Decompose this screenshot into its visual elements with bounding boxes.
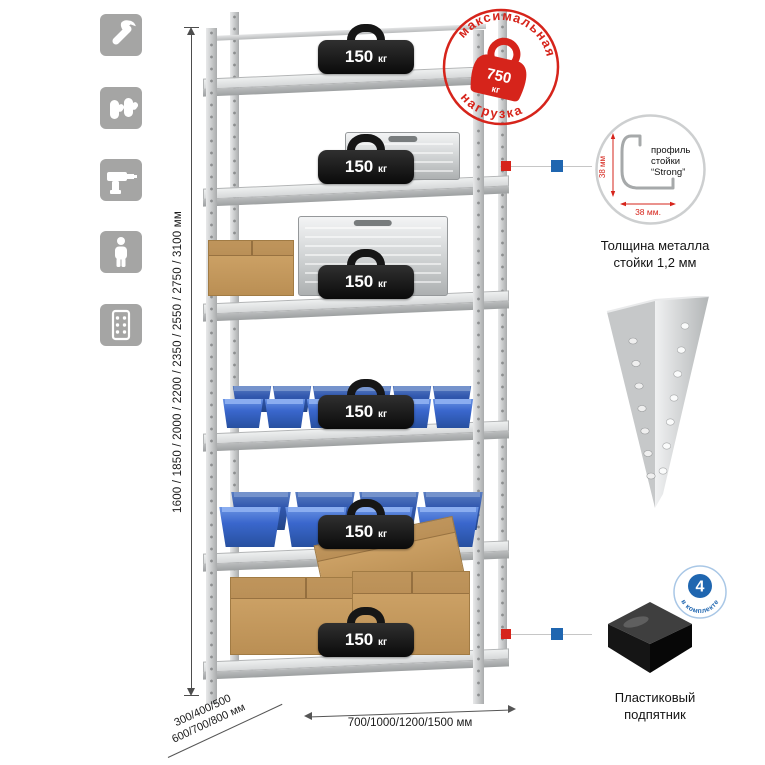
storage-bin	[432, 399, 474, 428]
callout-line-foot	[500, 634, 592, 635]
shelf2-load-badge: 150 кг	[318, 134, 414, 184]
rack-post-back-right	[498, 10, 507, 660]
feature-tile-person	[100, 231, 142, 273]
profile-caption-line2: стойки 1,2 мм	[613, 254, 697, 270]
shelf1-load-unit: кг	[377, 54, 388, 65]
corner-post-image	[606, 296, 710, 508]
profile-name-line3: “Strong”	[651, 167, 685, 178]
shelf6-load-value: 150	[344, 630, 374, 649]
shelf3-load-unit: кг	[377, 279, 388, 290]
rack-post-back-left	[230, 12, 239, 662]
arrow-down-icon	[187, 688, 195, 696]
stamp-arc-top-text: максимальная	[453, 2, 566, 62]
storage-bin	[219, 507, 281, 547]
weight-body-icon	[318, 395, 414, 429]
foot-caption: Пластиковый подпятник	[580, 690, 730, 724]
feature-tile-drill	[100, 159, 142, 201]
shelf1-load-value: 150	[344, 47, 374, 66]
marker-blue-profile	[551, 160, 563, 172]
dimension-tick	[184, 695, 199, 696]
shelf2-load-unit: кг	[377, 164, 388, 175]
cardboard-box	[208, 240, 294, 296]
profile-dim-vertical: 38 мм	[598, 156, 607, 178]
arrow-left-icon	[304, 712, 312, 720]
shelf2-load-value: 150	[344, 157, 374, 176]
stamp-weight-body-icon	[470, 54, 527, 102]
profile-name-line1: профиль	[651, 145, 690, 156]
weight-body-icon	[318, 623, 414, 657]
shelf5-load-unit: кг	[377, 529, 388, 540]
height-dimension-line	[191, 34, 192, 690]
weight-body-icon	[318, 40, 414, 74]
arrow-right-icon	[508, 705, 516, 713]
profile-caption-line1: Толщина металла	[600, 238, 710, 253]
profile-caption: Толщина металла стойки 1,2 мм	[580, 238, 730, 272]
included-badge-value: 4	[696, 579, 705, 596]
shelf1-load-badge: 150 кг	[318, 24, 414, 74]
marker-red-profile	[501, 161, 511, 171]
weight-body-icon	[318, 265, 414, 299]
storage-bin	[222, 399, 264, 428]
shelf4-load-value: 150	[344, 402, 374, 421]
height-dimension-label: 1600 / 1850 / 2000 / 2200 / 2350 / 2550 …	[172, 211, 184, 513]
post-profile-detail: 38 мм 38 мм. профиль стойки “Strong”	[595, 114, 706, 225]
weight-body-icon	[318, 515, 414, 549]
max-load-stamp: максимальная нагрузка 750 кг	[442, 2, 566, 128]
shelf4-load-unit: кг	[377, 409, 388, 420]
dimension-tick	[184, 27, 199, 28]
foot-caption-line1: Пластиковый	[614, 690, 696, 705]
shelf4-load-badge: 150 кг	[318, 379, 414, 429]
marker-red-foot	[501, 629, 511, 639]
shelf6-load-unit: кг	[377, 637, 388, 648]
rack-post-front-left	[206, 28, 217, 704]
shelf3-load-badge: 150 кг	[318, 249, 414, 299]
weight-body-icon	[318, 150, 414, 184]
feature-tile-rack	[100, 304, 142, 346]
shelf5-load-badge: 150 кг	[318, 499, 414, 549]
arrow-up-icon	[187, 27, 195, 35]
person-icon	[115, 237, 127, 267]
shelf3-load-value: 150	[344, 272, 374, 291]
gloves-icon	[110, 98, 139, 119]
rack-post-front-right	[473, 30, 484, 704]
drill-icon	[107, 172, 137, 194]
stamp-value: 750	[485, 65, 513, 87]
svg-text:максимальная: максимальная	[453, 2, 566, 62]
storage-bin	[264, 399, 306, 428]
callout-line-profile	[500, 166, 592, 167]
feature-tile-assembly	[100, 14, 142, 56]
stamp-unit: кг	[491, 84, 502, 96]
feature-tile-gloves	[100, 87, 142, 129]
rack-icon	[111, 309, 131, 341]
marker-blue-foot	[551, 628, 563, 640]
foot-caption-line2: подпятник	[624, 706, 686, 722]
included-count-badge: в комплекте 4	[673, 565, 727, 619]
width-dimension-label: 700/1000/1200/1500 мм	[347, 717, 473, 729]
plastic-foot-image	[608, 602, 692, 673]
profile-name-line2: стойки	[651, 156, 680, 167]
profile-dim-horizontal: 38 мм.	[635, 207, 661, 217]
wrench-icon	[112, 20, 136, 45]
shelf6-load-badge: 150 кг	[318, 607, 414, 657]
profile-cross-section	[620, 134, 675, 190]
shelf5-load-value: 150	[344, 522, 374, 541]
